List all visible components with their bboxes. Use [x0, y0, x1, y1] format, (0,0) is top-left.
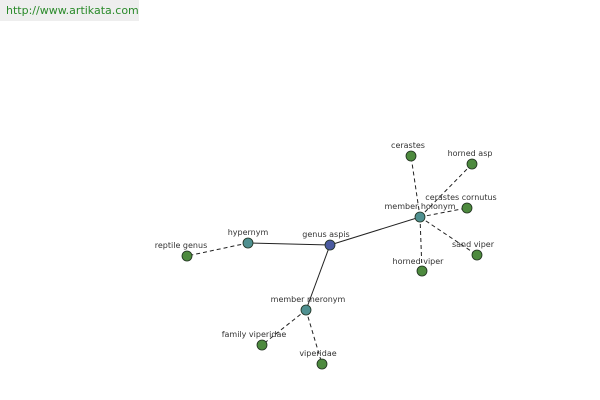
edge-member-holonym-to-cerastes — [410, 155, 421, 218]
node-label-sand-viper[interactable]: sand viper — [452, 240, 495, 249]
node-viperidae[interactable] — [316, 358, 328, 370]
node-family-viperidae[interactable] — [256, 339, 268, 351]
url-banner: http://www.artikata.com — [0, 0, 139, 21]
node-label-family-viperidae[interactable]: family viperidae — [222, 330, 287, 339]
node-label-horned-viper[interactable]: horned viper — [393, 257, 445, 266]
node-label-genus-aspis[interactable]: genus aspis — [302, 230, 349, 239]
node-hypernym[interactable] — [242, 237, 254, 249]
node-genus-aspis[interactable] — [324, 239, 336, 251]
site-url-link[interactable]: http://www.artikata.com — [6, 4, 139, 17]
node-horned-viper[interactable] — [416, 265, 428, 277]
nodes-layer — [181, 150, 483, 370]
node-horned-asp[interactable] — [466, 158, 478, 170]
edge-genus-aspis-to-member-holonym — [329, 216, 421, 246]
node-label-cerastes-cornutus[interactable]: cerastes cornutus — [425, 193, 496, 202]
edge-hypernym-to-reptile-genus — [186, 242, 249, 257]
edge-member-holonym-to-horned-asp — [419, 163, 473, 218]
node-label-reptile-genus[interactable]: reptile genus — [155, 241, 207, 250]
edge-genus-aspis-to-member-meronym — [305, 244, 331, 311]
edge-member-meronym-to-viperidae — [305, 309, 323, 365]
node-label-hypernym[interactable]: hypernym — [228, 228, 269, 237]
node-label-member-meronym[interactable]: member meronym — [271, 295, 346, 304]
node-label-viperidae[interactable]: viperidae — [299, 349, 336, 358]
node-sand-viper[interactable] — [471, 249, 483, 261]
edges-layer — [186, 155, 478, 365]
node-member-meronym[interactable] — [300, 304, 312, 316]
node-reptile-genus[interactable] — [181, 250, 193, 262]
edge-member-holonym-to-cerastes-cornutus — [419, 207, 468, 218]
edge-genus-aspis-to-hypernym — [247, 242, 331, 246]
labels-layer: genus aspis hypernym member holonym member … — [155, 141, 497, 358]
edge-member-holonym-to-sand-viper — [419, 216, 478, 256]
edge-member-meronym-to-family-viperidae — [261, 309, 307, 346]
edge-member-holonym-to-horned-viper — [419, 216, 423, 272]
node-cerastes-cornutus[interactable] — [461, 202, 473, 214]
node-label-member-holonym[interactable]: member holonym — [384, 202, 455, 211]
node-label-horned-asp[interactable]: horned asp — [448, 149, 493, 158]
node-member-holonym[interactable] — [414, 211, 426, 223]
node-label-cerastes[interactable]: cerastes — [391, 141, 425, 150]
node-cerastes[interactable] — [405, 150, 417, 162]
